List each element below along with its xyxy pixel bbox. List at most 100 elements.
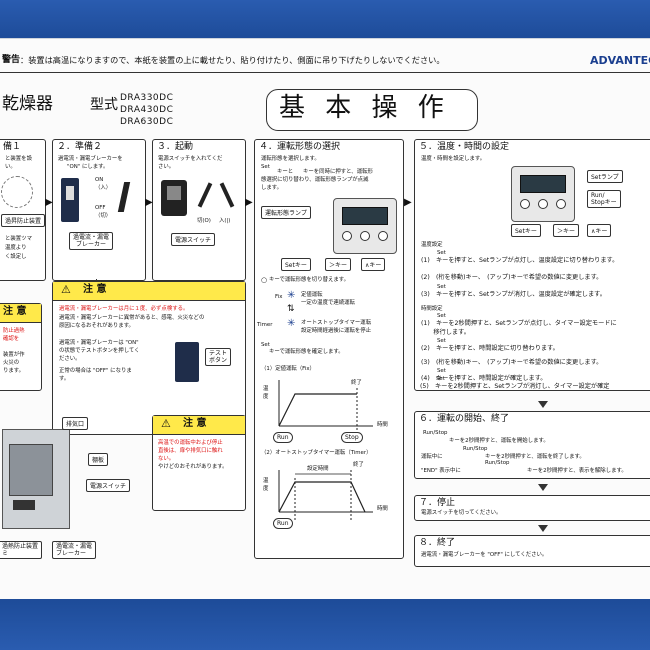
set-label: Set <box>437 284 446 290</box>
step4-title: ４．運転形態の選択 <box>259 142 341 152</box>
set-key-icon <box>520 199 530 209</box>
caution-head: 注 意 <box>3 306 27 317</box>
time-step: (2) キーを押すと、時間設定に切り替わります。 <box>421 345 559 352</box>
caution-text: ります。 <box>3 368 25 374</box>
caution-red-text: ない。 <box>158 456 175 462</box>
step7-box: ７．停止 電源スイッチを切ってください。 <box>414 495 650 521</box>
up-key-label: ∧キー <box>361 258 386 271</box>
brand-logo: ADVANTEC <box>590 54 650 67</box>
timer-desc: オートストップタイマー運転 <box>301 320 372 326</box>
y-axis-label: 温 <box>263 478 269 484</box>
run-stop-key-label: Run/Stopキー <box>587 190 621 209</box>
time-step: 移行します。 <box>421 329 470 336</box>
step3-text: 電源スイッチを入れてくだ <box>158 156 223 162</box>
on-label-sub: （入） <box>95 185 112 191</box>
arrow-down-icon <box>538 525 548 532</box>
exhaust-label: 排気口 <box>62 417 89 430</box>
caution-text: 原因になるおそれがあります。 <box>59 323 134 329</box>
blink-icon: ✳ <box>287 318 296 329</box>
lever-icon <box>117 182 131 212</box>
fix-desc: 一定の温度で連続運転 <box>301 300 355 306</box>
step6-text: 運転中に <box>421 454 443 460</box>
temp-step: (2) (桁を移動)キー、 (アップ)キーで希望の数値に変更します。 <box>421 274 603 281</box>
time-step: (4) キーを押すと、時間設定が確定します。 <box>421 375 547 382</box>
up-key-label: ∧キー <box>587 224 612 237</box>
run-stop-label: Run/Stop <box>463 446 488 452</box>
mode-lamp-label: 運転形態ランプ <box>261 206 311 219</box>
top-blue-border <box>0 0 650 40</box>
y-axis-label: 度 <box>263 486 269 492</box>
x-axis-label: 時間 <box>377 422 388 428</box>
caution-red-text: 高温での運転中および停止 <box>158 440 223 446</box>
warning-icon: ⚠ <box>61 283 71 296</box>
blink-icon: ✳ <box>287 290 296 301</box>
step7-text: 電源スイッチを切ってください。 <box>421 510 502 516</box>
step1-text: と装置を設 <box>5 156 32 162</box>
step4-text: します。 <box>261 185 283 191</box>
step4-text: 態選択に切り替わり、運転形態ランプが点滅 <box>261 177 369 183</box>
time-step: (1) キーを2秒間押すと、Setランプが点灯し、タイマー設定モードに <box>421 320 617 327</box>
temp-step: (1) キーを押すと、Setランプが点灯し、温度設定に切り替わります。 <box>421 257 619 264</box>
dial-icon <box>1 176 33 208</box>
power-switch-icon <box>161 180 187 216</box>
graph2-title: （2）オートストップタイマー運転（Timer） <box>261 450 372 456</box>
test-button-label: テストボタン <box>205 348 232 367</box>
product-name: 乾燥器 <box>2 94 53 114</box>
model-1: DRA330DC <box>120 93 174 103</box>
step2-text: 過電流・漏電ブレーカーを <box>58 156 123 162</box>
graph-timer <box>278 470 373 520</box>
stop-label: Stop <box>341 432 363 443</box>
step7-title: ７．停止 <box>419 498 456 508</box>
step3-text: さい。 <box>158 164 175 170</box>
up-key-icon <box>556 199 566 209</box>
caution-red-text: 過電流・漏電ブレーカーは月に１度、必ず点検する。 <box>59 306 189 312</box>
operation-sheet: 警告 ：装置は高温になりますので、本紙を装置の上に載せたり、貼り付けたり、側面に… <box>0 38 650 599</box>
step3-title: ３．起動 <box>157 142 194 152</box>
warning-text: ：装置は高温になりますので、本紙を装置の上に載せたり、貼り付けたり、側面に吊り下… <box>20 55 445 65</box>
arrow-right-icon: ▶ <box>45 197 53 208</box>
overheat-label: 過昇防止装置 <box>1 214 46 227</box>
divider <box>0 72 650 74</box>
step2-title: ２．準備２ <box>57 142 103 152</box>
warning-icon: ⚠ <box>161 417 171 430</box>
power-switch-label: 電源スイッチ <box>171 233 216 246</box>
breaker-icon <box>61 178 79 222</box>
y-axis-label: 温 <box>263 386 269 392</box>
switch-on-label: 入(|) <box>219 218 231 224</box>
set-key-icon <box>342 231 352 241</box>
set-label: Set <box>437 338 446 344</box>
temp-heading: 温度設定 <box>421 242 443 248</box>
step6-title: ６．運転の開始、終了 <box>419 414 510 424</box>
step6-text: キーを2秒間押すと、運転を開始します。 <box>449 438 549 444</box>
set-label: Set <box>261 164 270 170</box>
caution-red-text: 確認を <box>3 336 20 342</box>
control-panel <box>333 198 397 254</box>
bottom-blue-border <box>0 598 650 650</box>
control-panel <box>511 166 575 222</box>
time-step: (3) (桁を移動)キー、 (アップ)キーで希望の数値に変更します。 <box>421 359 603 366</box>
step2-box: ２．準備２ 過電流・漏電ブレーカーを "ON" にします。 ON （入） OFF… <box>52 139 146 281</box>
title-box: 基 本 操 作 <box>266 89 478 131</box>
time-heading: 時間設定 <box>421 306 443 312</box>
step5-text: 温度・時間を設定します。 <box>421 156 486 162</box>
arrow-right-icon: ▶ <box>245 197 253 208</box>
right-key-icon <box>538 199 548 209</box>
overheat-label: 過熱防止装置ミ <box>0 541 43 560</box>
switch-on-icon <box>219 182 235 208</box>
step5-box: ５．温度・時間の設定 温度・時間を設定します。 Setランプ Run/Stopキ… <box>414 139 650 391</box>
breaker-icon <box>175 342 199 382</box>
switch-off-label: 切(O) <box>197 218 211 224</box>
end-label: 終了 <box>353 462 364 468</box>
x-axis-label: 時間 <box>377 506 388 512</box>
breaker-label: 過電流・漏電ブレーカー <box>52 541 97 560</box>
step5-title: ５．温度・時間の設定 <box>419 142 510 152</box>
caution-text: 過電流・漏電ブレーカーに異常があると、感電、火災などの <box>59 315 205 321</box>
run-label: Run <box>273 432 293 443</box>
caution-red-text: 防止過熱 <box>3 328 25 334</box>
step1-text: い。 <box>5 164 16 170</box>
set-time-label: 設定時間 <box>307 466 329 472</box>
arrow-down-icon <box>538 401 548 408</box>
arrow-right-icon: ▶ <box>145 197 153 208</box>
step4-text: 運転形態を選択します。 <box>261 156 320 162</box>
caution-text: の状態でテストボタンを押してく <box>59 348 140 354</box>
